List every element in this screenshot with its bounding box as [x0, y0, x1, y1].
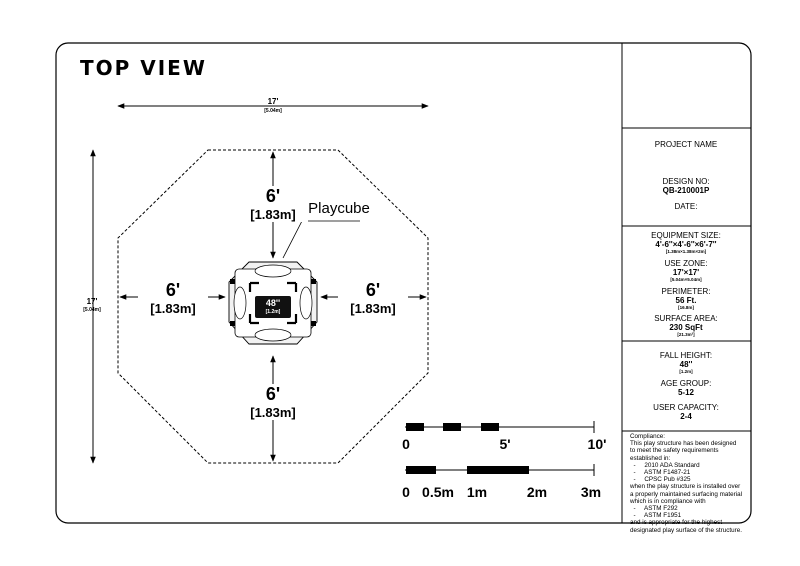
user-capacity-label: USER CAPACITY: [653, 403, 719, 412]
compliance-line: - 2010 ADA Standard [630, 461, 700, 469]
fall-height-metric: [1.2m] [679, 369, 693, 374]
compliance-note: Compliance: This play structure has been… [630, 433, 752, 534]
compliance-line: This play structure has been designed [630, 440, 737, 448]
overall-width-ft: 17' [267, 97, 279, 106]
age-group-block: AGE GROUP: 5-12 [622, 379, 750, 397]
scale-metric-3: 3m [580, 484, 602, 500]
date-block: DATE: [622, 202, 750, 211]
clearance-left-m: [1.83m] [138, 301, 208, 316]
perimeter-value: 56 Ft. [675, 296, 697, 305]
project-name: PROJECT NAME [654, 140, 718, 149]
fall-height-badge-ft: 48'' [265, 298, 281, 308]
design-no-value: QB-210001P [662, 186, 710, 195]
user-capacity-block: USER CAPACITY: 2-4 [622, 403, 750, 421]
use-zone-block: USE ZONE: 17'×17' [5.04m×5.04m] [622, 259, 750, 283]
equipment-size-label: EQUIPMENT SIZE: [651, 231, 721, 240]
scale-metric-0: 0 [402, 484, 410, 500]
design-no-label: DESIGN NO: [662, 177, 710, 186]
compliance-line: and is appropriate for the highest [630, 519, 723, 527]
overall-depth-m: [5.04m] [83, 307, 101, 313]
use-zone-label: USE ZONE: [664, 259, 708, 268]
compliance-line: - ASTM F292 [630, 505, 678, 513]
scale-imperial-10: 10' [587, 436, 607, 452]
clearance-right-ft: 6' [338, 280, 408, 301]
age-group-label: AGE GROUP: [660, 379, 712, 388]
compliance-line: to meet the safety requirements [630, 447, 719, 455]
compliance-line: a properly maintained surfacing material [630, 490, 743, 498]
compliance-line: when the play structure is installed ove… [630, 483, 741, 491]
surface-area-value: 230 SqFt [669, 323, 703, 332]
fall-height-badge-m: [1.2m] [265, 309, 281, 315]
clearance-bottom-ft: 6' [238, 384, 308, 405]
perimeter-label: PERIMETER: [661, 287, 711, 296]
clearance-right-m: [1.83m] [338, 301, 408, 316]
compliance-line: which is in compliance with [630, 497, 706, 505]
overall-width-m: [5.04m] [264, 108, 282, 114]
clearance-left-ft: 6' [138, 280, 208, 301]
playcube-label: Playcube [308, 200, 370, 217]
scale-imperial-5: 5' [499, 436, 511, 452]
surface-area-block: SURFACE AREA: 230 SqFt [21.3m²] [622, 314, 750, 338]
equipment-size-value: 4'-6''×4'-6''×6'-7'' [655, 240, 717, 249]
compliance-line: established in: [630, 454, 671, 462]
imperial-scale-bar [405, 421, 595, 433]
metric-scale-bar [405, 464, 595, 476]
page-title: TOP VIEW [80, 56, 207, 80]
user-capacity-value: 2-4 [680, 412, 692, 421]
overall-depth-ft: 17' [86, 297, 98, 306]
compliance-line: designated play surface of the structure… [630, 526, 743, 534]
equipment-size-block: EQUIPMENT SIZE: 4'-6''×4'-6''×6'-7'' [1.… [622, 231, 750, 255]
playcube-top-view [228, 261, 318, 345]
fall-height-value: 48'' [679, 360, 693, 369]
design-no-block: DESIGN NO: QB-210001P [622, 177, 750, 195]
compliance-line: - CPSC Pub #325 [630, 476, 691, 484]
compliance-line: - ASTM F1951 [630, 512, 682, 520]
fall-height-badge [255, 296, 291, 318]
surface-area-label: SURFACE AREA: [654, 314, 718, 323]
scale-imperial-0: 0 [402, 436, 410, 452]
surface-area-metric: [21.3m²] [677, 332, 695, 337]
project-name-block: PROJECT NAME [622, 140, 750, 149]
scale-metric-1: 1m [466, 484, 488, 500]
use-zone-octagon [117, 149, 429, 464]
fall-height-block: FALL HEIGHT: 48'' [1.2m] [622, 351, 750, 375]
perimeter-block: PERIMETER: 56 Ft. [16.8m] [622, 287, 750, 311]
playcube-leader [282, 220, 360, 259]
use-zone-metric: [5.04m×5.04m] [670, 277, 702, 282]
clearance-top-ft: 6' [238, 186, 308, 207]
use-zone-value: 17'×17' [672, 268, 700, 277]
scale-metric-2: 2m [526, 484, 548, 500]
clearance-bottom-m: [1.83m] [238, 405, 308, 420]
clearance-top-m: [1.83m] [238, 207, 308, 222]
fall-height-label: FALL HEIGHT: [659, 351, 713, 360]
compliance-line: - ASTM F1487-21 [630, 469, 691, 477]
date-label: DATE: [674, 202, 698, 211]
perimeter-metric: [16.8m] [678, 305, 694, 310]
scale-metric-0-5: 0.5m [422, 484, 454, 500]
sheet-border [55, 42, 752, 524]
age-group-value: 5-12 [677, 388, 694, 397]
compliance-line: Compliance: [630, 433, 665, 440]
equipment-size-metric: [1.38m×1.38m×2m] [665, 249, 707, 254]
